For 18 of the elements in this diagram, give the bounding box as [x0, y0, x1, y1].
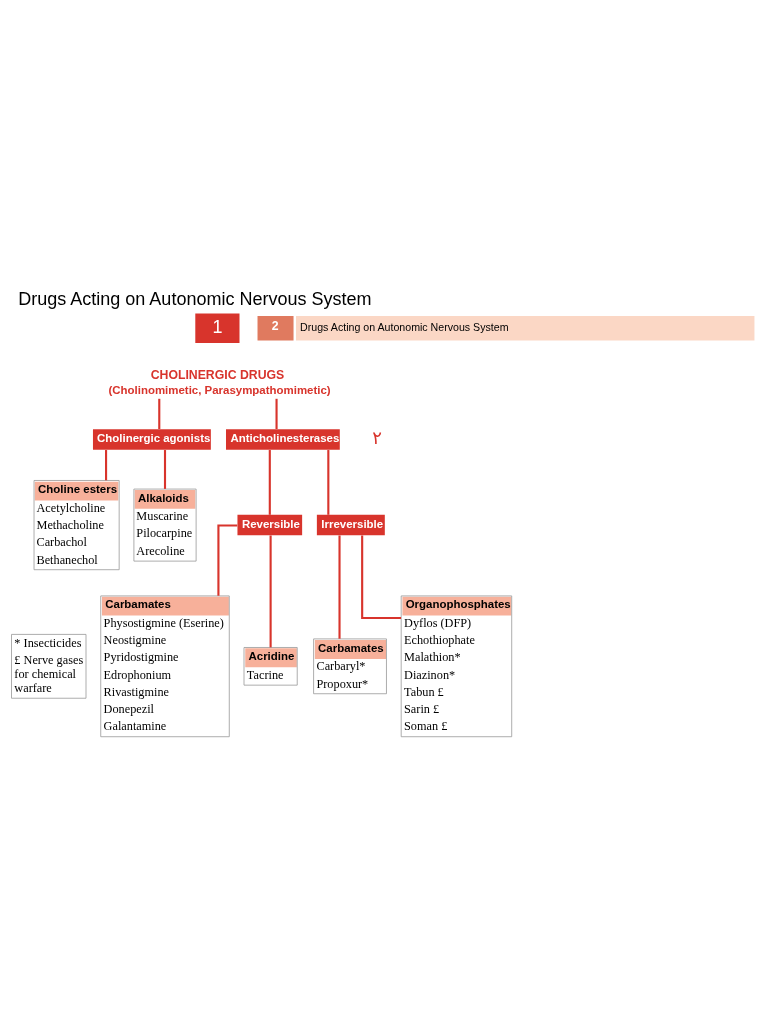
connector — [163, 450, 167, 489]
node-box: Irreversible — [316, 514, 385, 536]
connector — [361, 535, 402, 620]
connector — [275, 398, 278, 429]
node-box: Cholinergic agonists — [92, 429, 211, 450]
connector — [105, 450, 108, 481]
connector — [158, 398, 161, 429]
connector — [217, 524, 238, 596]
connector — [327, 450, 330, 515]
diagram-title: Drugs Acting on Autonomic Nervous System — [18, 288, 372, 309]
connector — [268, 450, 271, 515]
label: 1 — [212, 316, 223, 337]
node-box: Reversible — [237, 514, 303, 536]
node-box: Anticholinesterases — [226, 429, 340, 450]
connector — [269, 535, 272, 648]
node-text: CHOLINERGIC DRUGS (Cholinomimetic, Parasympathomimetic) — [108, 367, 331, 396]
label: ٢ — [372, 427, 382, 449]
connector — [338, 535, 341, 639]
